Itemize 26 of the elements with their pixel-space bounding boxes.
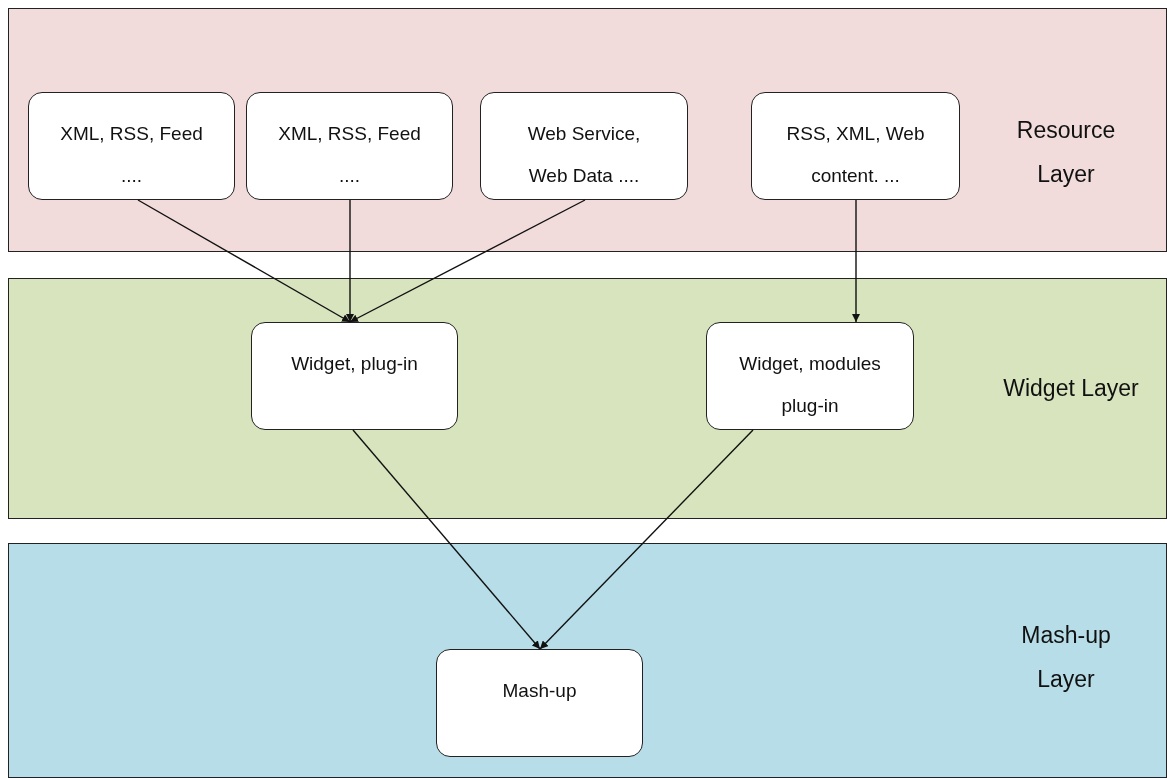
arrow [346,199,354,323]
box-text: Mash-up [501,679,578,703]
arrow [137,199,351,323]
arrow [852,199,860,323]
box-text: RSS, XML, Web content. ... [785,122,926,188]
box-text: XML, RSS, Feed .... [59,122,204,188]
component-box [706,322,914,430]
layer-band [8,543,1167,778]
layer-label: Resource Layer [1015,116,1117,189]
arrow [539,429,754,650]
arrow [349,199,586,323]
box-text: XML, RSS, Feed .... [277,122,422,188]
box-text: Widget, plug-in [290,352,419,376]
layer-band [8,8,1167,252]
arrow [352,429,541,650]
component-box [251,322,458,430]
box-text: Web Service, Web Data .... [526,122,642,188]
component-box [28,92,235,200]
component-box [480,92,688,200]
layer-label: Mash-up Layer [1020,621,1112,694]
component-box [751,92,960,200]
layer-band [8,278,1167,519]
layer-label: Widget Layer [1002,374,1140,403]
component-box [246,92,453,200]
component-box [436,649,643,757]
box-text: Widget, modules plug-in [738,352,882,418]
